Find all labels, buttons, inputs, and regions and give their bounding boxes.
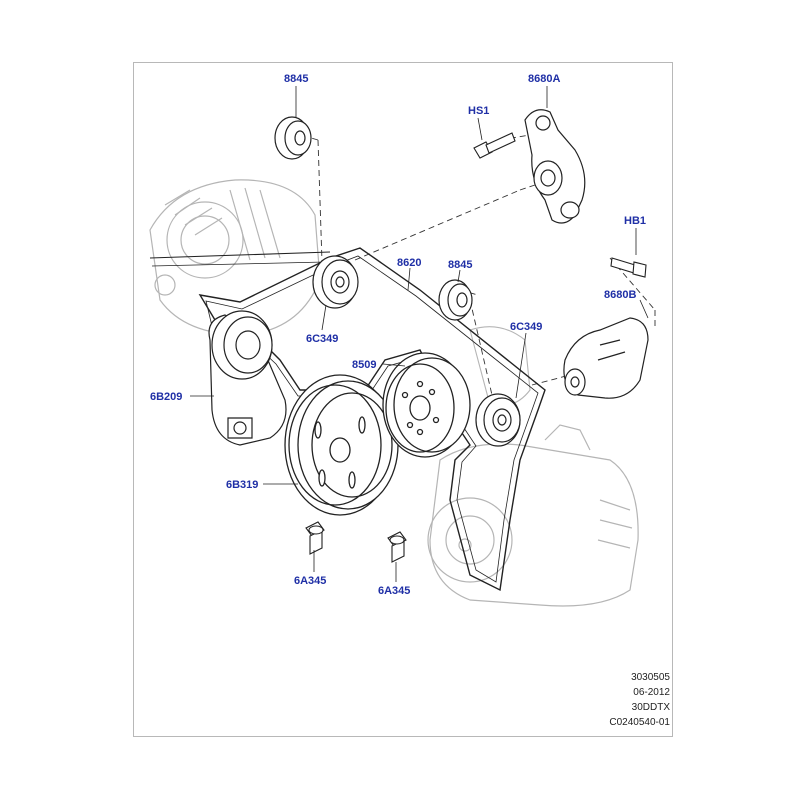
callout-lines bbox=[190, 86, 649, 582]
bolt-left bbox=[305, 521, 325, 555]
bolt-right bbox=[387, 531, 407, 563]
idler-cap-mid bbox=[438, 279, 473, 321]
crankshaft-damper bbox=[284, 374, 399, 516]
bolt-hb1 bbox=[610, 257, 647, 278]
bolt-hs1 bbox=[473, 132, 516, 159]
callout-6c349-right: 6C349 bbox=[510, 321, 542, 333]
reference-line-3: 30DDTX bbox=[631, 702, 670, 713]
callout-6b319: 6B319 bbox=[226, 479, 258, 491]
callout-hs1: HS1 bbox=[468, 105, 489, 117]
callout-8620: 8620 bbox=[397, 257, 421, 269]
callout-8509: 8509 bbox=[352, 359, 376, 371]
drive-belt bbox=[149, 247, 546, 592]
reference-line-1: 3030505 bbox=[631, 672, 670, 683]
idler-pulley-right bbox=[475, 393, 521, 447]
compressor-ghost bbox=[427, 424, 639, 607]
callout-6c349-left: 6C349 bbox=[306, 333, 338, 345]
mounting-bracket-upper bbox=[524, 109, 586, 224]
callout-labels: 8845 8680A HS1 HB1 8620 8845 8680B 6C349… bbox=[150, 73, 646, 597]
callout-6a345-right: 6A345 bbox=[378, 585, 410, 597]
idler-pulley-left bbox=[312, 255, 359, 309]
callout-8845-mid: 8845 bbox=[448, 259, 472, 271]
idler-cap-top bbox=[274, 116, 312, 160]
reference-line-2: 06-2012 bbox=[633, 687, 670, 698]
reference-line-4: C0240540-01 bbox=[609, 717, 670, 728]
mounting-bracket-lower bbox=[563, 317, 649, 399]
callout-8845-top: 8845 bbox=[284, 73, 308, 85]
callout-6b209: 6B209 bbox=[150, 391, 182, 403]
callout-8680a: 8680A bbox=[528, 73, 560, 85]
callout-8680b: 8680B bbox=[604, 289, 636, 301]
belt-tensioner bbox=[208, 310, 287, 446]
accessory-pulley bbox=[382, 352, 471, 458]
callout-6a345-left: 6A345 bbox=[294, 575, 326, 587]
callout-hb1: HB1 bbox=[624, 215, 646, 227]
